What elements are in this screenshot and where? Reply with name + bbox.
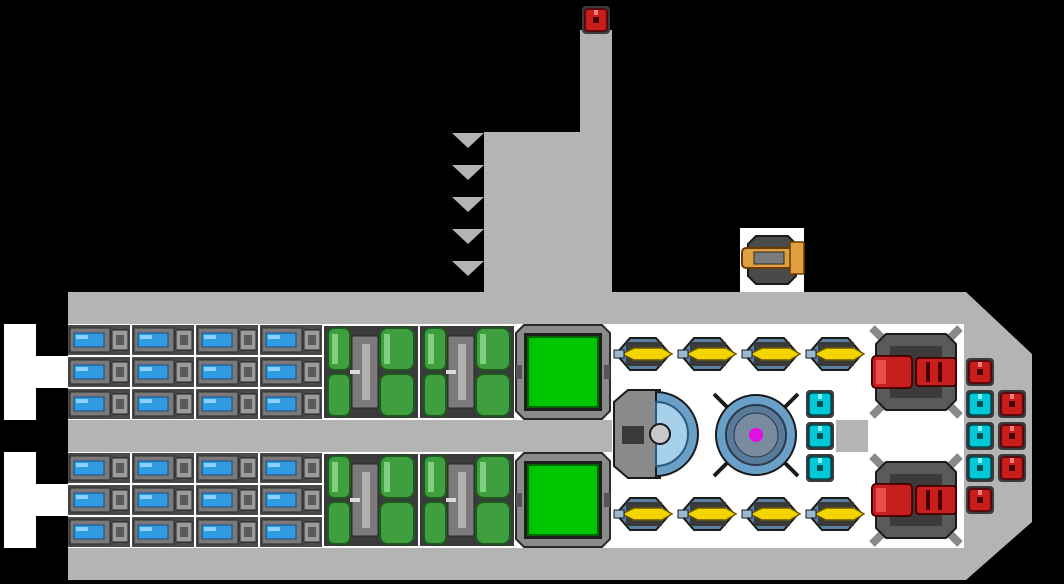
shield-node-icon bbox=[965, 389, 995, 419]
shield-node-icon bbox=[965, 453, 995, 483]
reactor-upper[interactable] bbox=[515, 324, 611, 420]
shield-node-icon bbox=[965, 421, 995, 451]
armor-node-icon bbox=[997, 453, 1027, 483]
fuel-tank-lower-1[interactable] bbox=[323, 453, 419, 547]
shield-generator-icon[interactable] bbox=[712, 392, 800, 478]
shield-node-icon bbox=[805, 421, 835, 451]
fuel-tank-upper-2[interactable] bbox=[419, 325, 515, 419]
shield-node-icon bbox=[805, 389, 835, 419]
shield-node-icon bbox=[805, 453, 835, 483]
cockpit-icon[interactable] bbox=[613, 389, 699, 479]
reactor-lower[interactable] bbox=[515, 452, 611, 548]
defense-turret-icon[interactable] bbox=[740, 228, 805, 292]
thruster-upper[interactable] bbox=[4, 324, 68, 420]
armor-node-icon bbox=[965, 485, 995, 515]
armor-node-icon bbox=[965, 357, 995, 387]
fuel-tank-upper-1[interactable] bbox=[323, 325, 419, 419]
shield-node-column[interactable] bbox=[805, 389, 835, 483]
heavy-cannon-lower[interactable] bbox=[872, 456, 960, 544]
heavy-cannon-upper[interactable] bbox=[872, 328, 960, 416]
antenna-icon[interactable] bbox=[581, 5, 611, 35]
armor-node-icon bbox=[997, 421, 1027, 451]
antenna-spikes bbox=[452, 133, 484, 276]
fuel-tank-lower-2[interactable] bbox=[419, 453, 515, 547]
thruster-lower[interactable] bbox=[4, 452, 68, 548]
armor-node-icon bbox=[997, 389, 1027, 419]
